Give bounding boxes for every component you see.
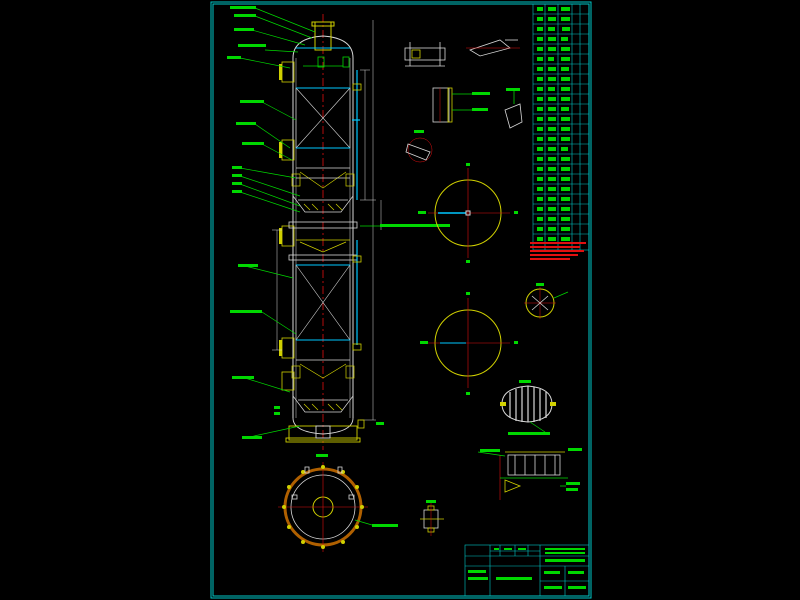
- redistributor-2: [291, 359, 355, 379]
- top-head: [292, 21, 354, 59]
- detail-nozzle-round: [524, 283, 569, 319]
- column-elevation-view: [227, 6, 450, 450]
- detail-top-plate: [466, 39, 520, 57]
- support-grid-1: [292, 195, 354, 213]
- support-grid-2: [292, 395, 354, 413]
- middle-flanges: [288, 221, 358, 261]
- anchor-bolt-marks: [282, 465, 364, 549]
- internal-pipe: [352, 70, 360, 345]
- side-manway-covers: [279, 64, 282, 356]
- parts-list-rows: [533, 13, 589, 235]
- detail-support-bracket: [477, 448, 582, 500]
- section-plan-upper: [418, 163, 518, 263]
- detail-b-section: [432, 87, 490, 123]
- detail-support-grid-plate: [500, 380, 556, 435]
- drawing-frame: [210, 1, 592, 599]
- dimension-lines-left: [272, 229, 282, 351]
- annotation-leaders: [239, 7, 450, 439]
- technical-notes: [530, 242, 586, 260]
- bottom-head-skirt: [285, 417, 361, 443]
- side-manways: [281, 61, 295, 391]
- title-block-text-marks: [468, 548, 586, 589]
- packed-bed-lower: [295, 264, 351, 341]
- redistributor-1: [291, 167, 355, 189]
- annotation-text-marks-left: [227, 6, 266, 439]
- parts-list-table: [532, 3, 590, 251]
- skirt-plan-view: [278, 454, 398, 552]
- annotation-text-marks-right: [274, 224, 450, 425]
- detail-top-nozzle: [404, 42, 446, 67]
- right-nozzles: [352, 83, 365, 429]
- detail-b2: [504, 88, 523, 129]
- section-plan-lower: [420, 292, 518, 395]
- parts-list-text-marks: [537, 7, 570, 241]
- title-block: [464, 544, 590, 597]
- packed-bed-upper: [295, 87, 351, 149]
- top-nozzles: [303, 56, 350, 68]
- detail-bolt-assembly: [420, 500, 444, 536]
- skirt-plan-nozzles: [291, 466, 355, 500]
- detail-c-weld: [405, 130, 433, 163]
- dimension-lines-right: [360, 20, 382, 421]
